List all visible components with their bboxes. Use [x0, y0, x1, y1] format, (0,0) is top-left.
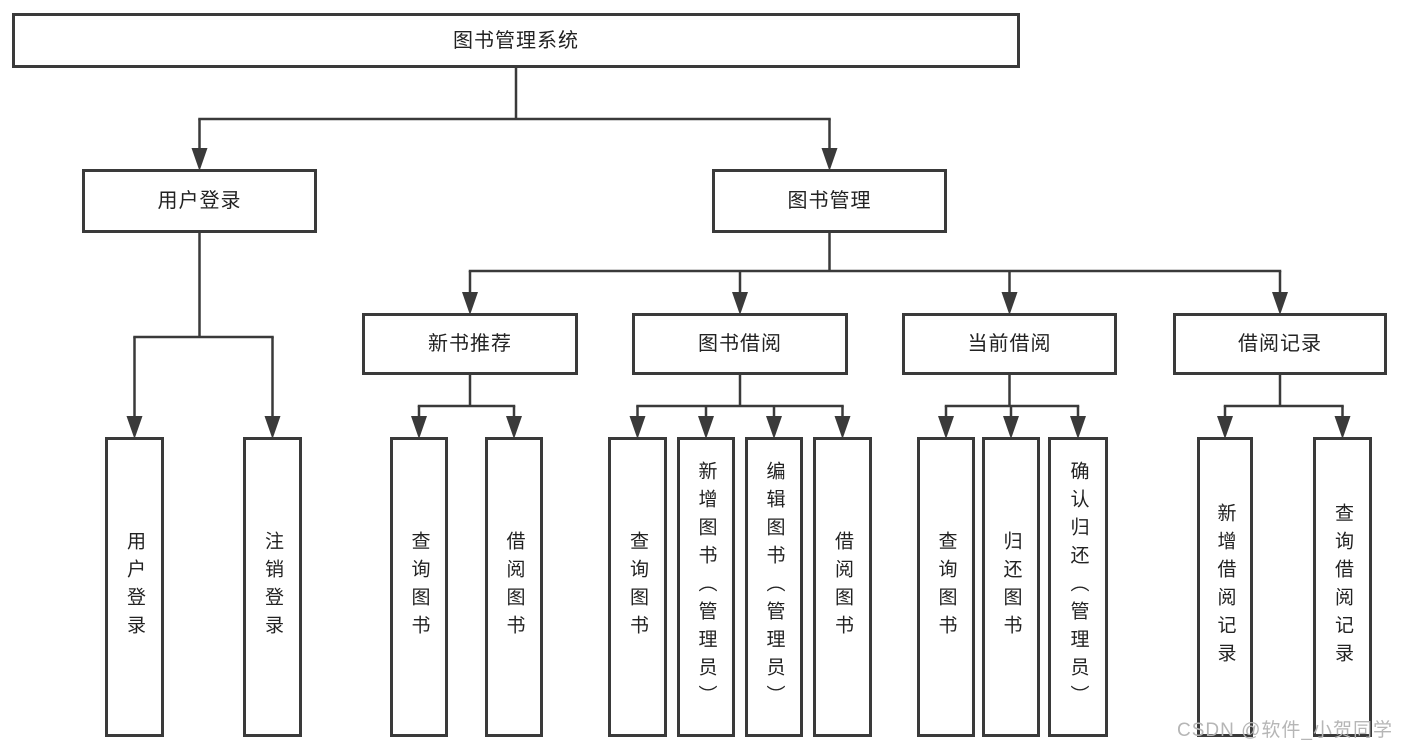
node-label-leaf-confirm-return-admin: 确认归还（管理员） [1067, 461, 1089, 713]
node-label-leaf-query-books-current: 查询图书 [935, 531, 957, 643]
node-label-leaf-borrow-books-borrowing: 借阅图书 [832, 531, 853, 643]
node-book-borrowing: 图书借阅 [632, 313, 848, 375]
node-label-root: 图书管理系统 [453, 29, 579, 52]
node-label-book-management: 图书管理 [787, 190, 872, 212]
node-label-leaf-edit-books-admin: 编辑图书（管理员） [763, 461, 785, 713]
node-label-leaf-user-login: 用户登录 [124, 531, 145, 643]
node-label-leaf-query-books-borrowing: 查询图书 [627, 531, 648, 643]
node-leaf-query-borrow-record: 查询借阅记录 [1313, 437, 1372, 737]
node-label-new-book-recommend: 新书推荐 [428, 333, 512, 355]
node-label-leaf-add-borrow-record: 新增借阅记录 [1214, 503, 1236, 671]
node-book-management: 图书管理 [712, 169, 947, 233]
node-label-borrowing-records: 借阅记录 [1238, 333, 1322, 355]
node-label-current-borrowing: 当前借阅 [967, 333, 1052, 355]
node-leaf-query-books-borrowing: 查询图书 [608, 437, 667, 737]
node-new-book-recommend: 新书推荐 [362, 313, 578, 375]
node-leaf-confirm-return-admin: 确认归还（管理员） [1048, 437, 1108, 737]
node-label-leaf-query-books-recommend: 查询图书 [408, 531, 430, 643]
node-label-leaf-add-books-admin: 新增图书（管理员） [695, 461, 717, 713]
node-leaf-user-login: 用户登录 [105, 437, 164, 737]
node-leaf-borrow-books-borrowing: 借阅图书 [813, 437, 872, 737]
node-label-user-login-branch: 用户登录 [157, 190, 242, 212]
node-user-login-branch: 用户登录 [82, 169, 317, 233]
node-leaf-edit-books-admin: 编辑图书（管理员） [745, 437, 803, 737]
node-leaf-logout: 注销登录 [243, 437, 302, 737]
node-leaf-query-books-current: 查询图书 [917, 437, 975, 737]
node-label-leaf-return-books: 归还图书 [1000, 531, 1022, 643]
node-root: 图书管理系统 [12, 13, 1020, 68]
node-leaf-add-borrow-record: 新增借阅记录 [1197, 437, 1253, 737]
watermark: CSDN @软件_小贺同学 [1177, 720, 1393, 741]
node-label-leaf-borrow-books-recommend: 借阅图书 [503, 531, 525, 643]
node-current-borrowing: 当前借阅 [902, 313, 1117, 375]
node-leaf-return-books: 归还图书 [982, 437, 1040, 737]
node-leaf-query-books-recommend: 查询图书 [390, 437, 448, 737]
node-label-leaf-logout: 注销登录 [262, 531, 283, 643]
node-leaf-add-books-admin: 新增图书（管理员） [677, 437, 735, 737]
node-label-book-borrowing: 图书借阅 [698, 333, 782, 355]
node-borrowing-records: 借阅记录 [1173, 313, 1387, 375]
node-label-leaf-query-borrow-record: 查询借阅记录 [1332, 503, 1353, 671]
node-leaf-borrow-books-recommend: 借阅图书 [485, 437, 543, 737]
